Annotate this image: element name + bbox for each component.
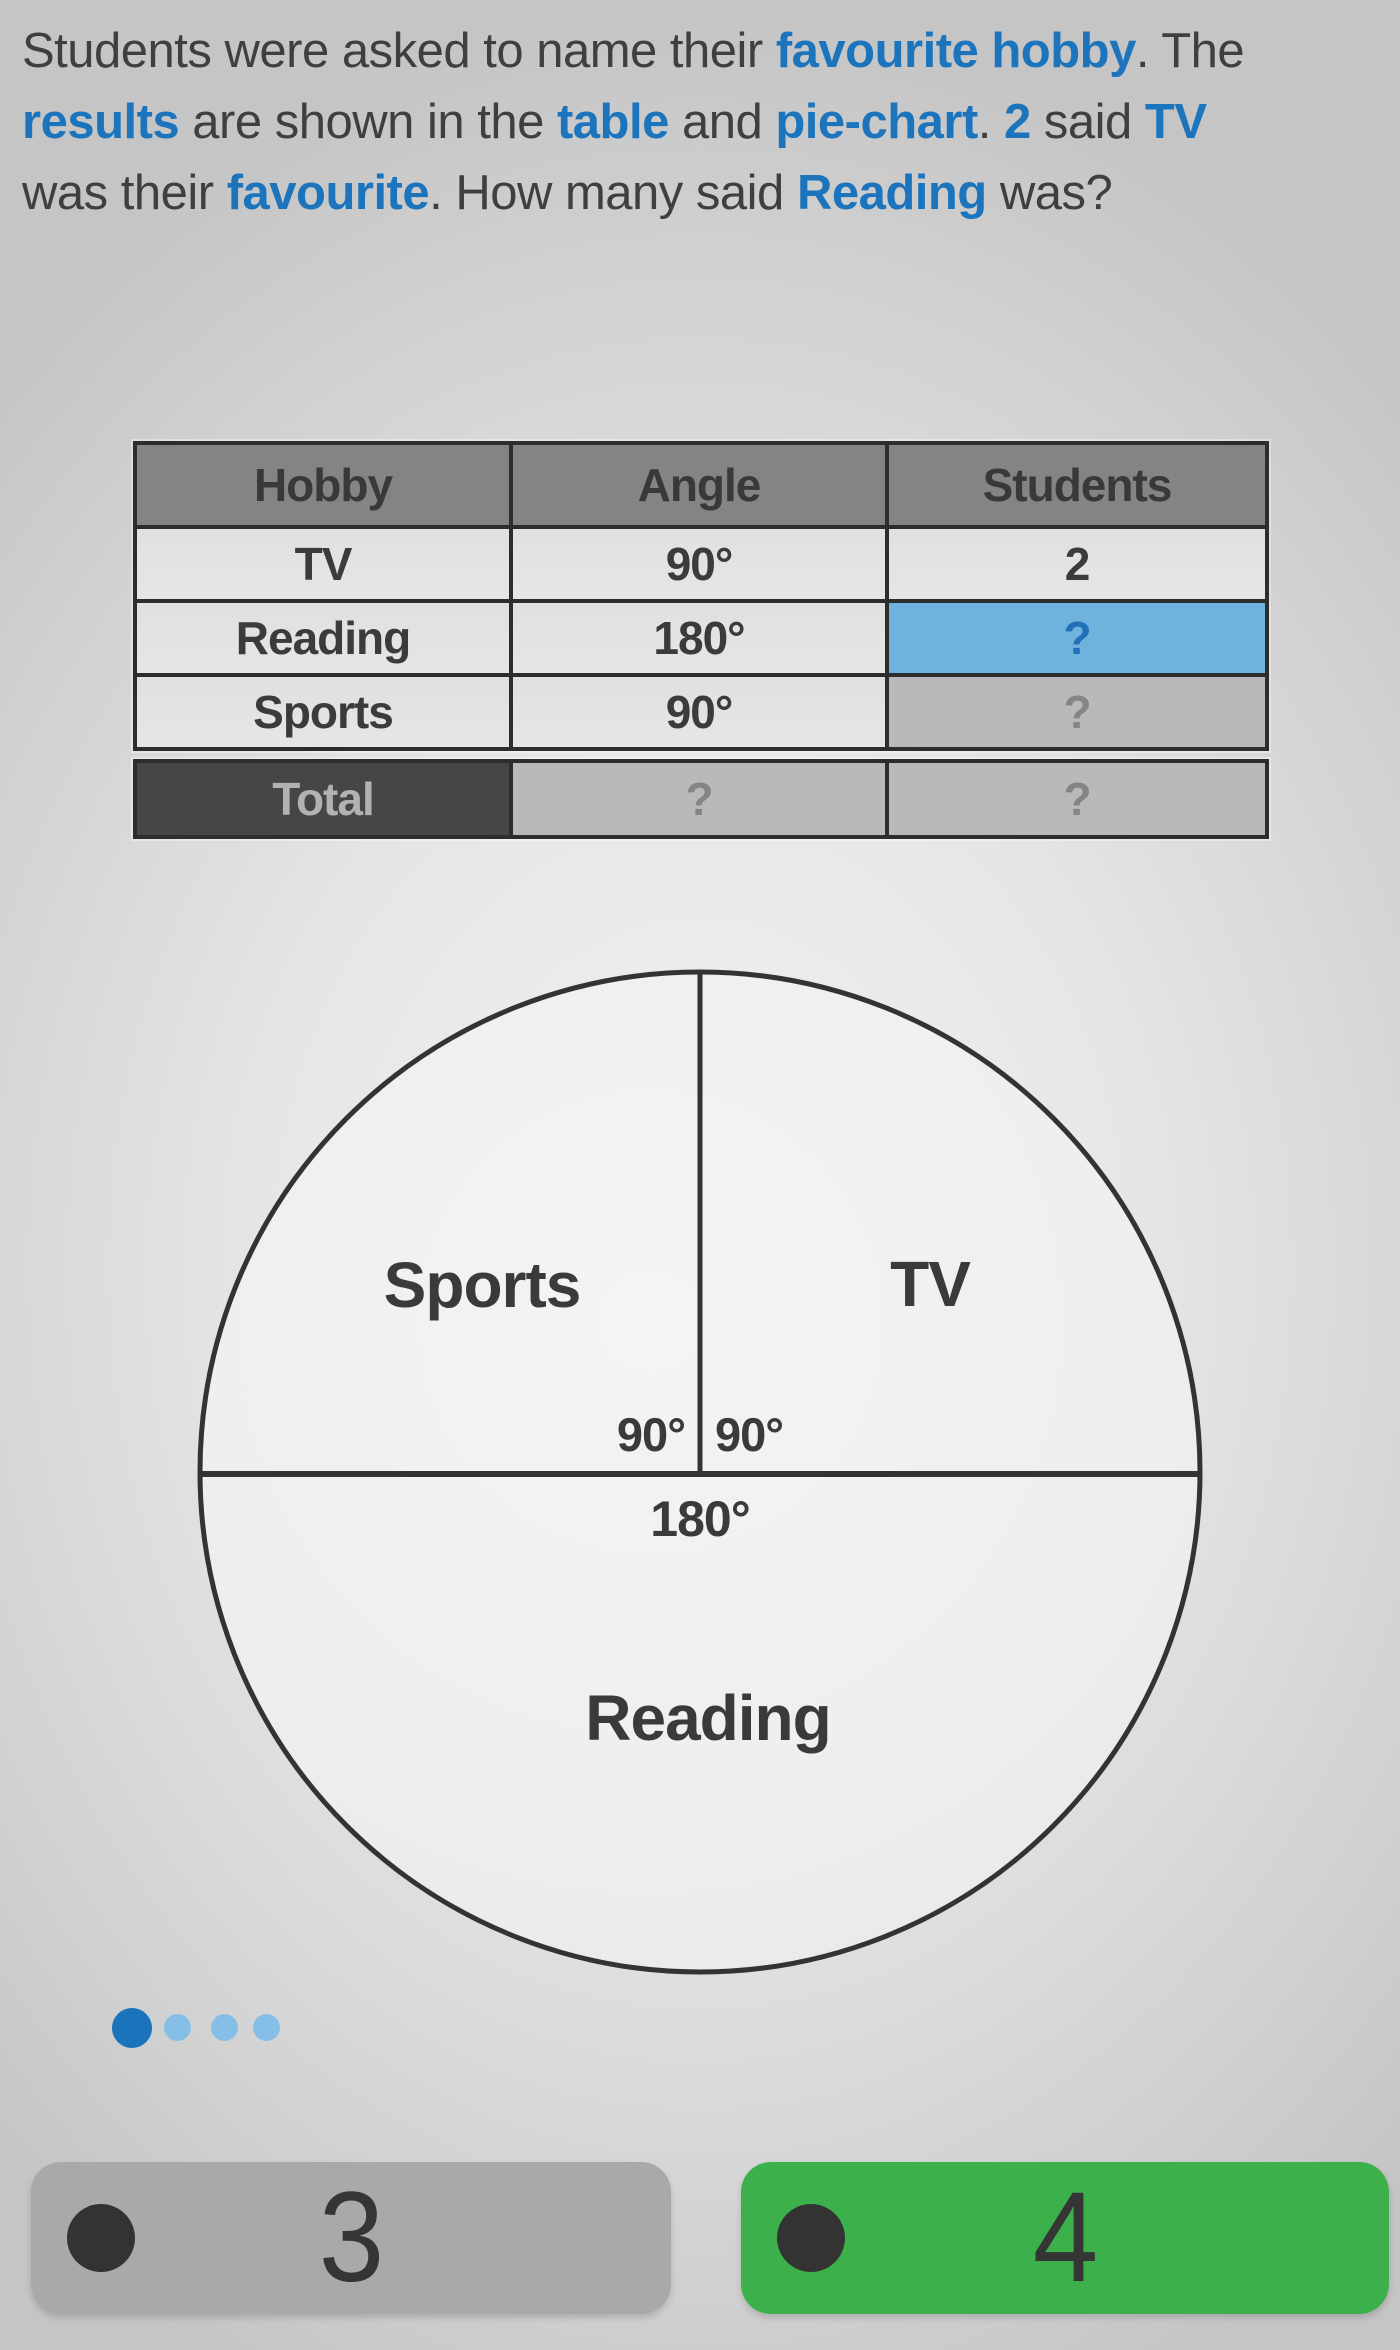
pie-chart: Sports TV 90° 90° 180° Reading — [197, 969, 1203, 1975]
cell-reading-hobby: Reading — [137, 603, 513, 673]
table-row-reading: Reading 180° ? — [137, 599, 1265, 673]
question-segment: . — [977, 95, 1005, 149]
question-line: results are shown in the table and pie-c… — [22, 87, 1388, 158]
question-segment: said — [1030, 95, 1145, 149]
cell-sports-angle: 90° — [513, 677, 889, 747]
question-segment: was? — [986, 166, 1113, 220]
answer-button-3[interactable]: 3 — [31, 2162, 671, 2314]
question-keyword: 2 — [1004, 95, 1031, 149]
question-line: Students were asked to name their favour… — [22, 16, 1388, 87]
question-segment: and — [668, 95, 776, 149]
question-segment: was their — [22, 166, 227, 220]
question-keyword: TV — [1144, 95, 1207, 149]
question-segment: are shown in the — [179, 95, 557, 149]
pie-angle-tv: 90° — [715, 1408, 783, 1461]
question-keyword: results — [22, 95, 180, 149]
question-keyword: Reading — [796, 166, 987, 220]
question-keyword: favourite hobby — [775, 24, 1137, 78]
page-dot — [253, 2014, 280, 2041]
header-cell-angle: Angle — [513, 445, 889, 525]
pie-label-tv: TV — [890, 1248, 971, 1320]
cell-reading-angle: 180° — [513, 603, 889, 673]
answer-button-4[interactable]: 4 — [741, 2162, 1389, 2314]
answer-bullet-icon — [67, 2204, 135, 2272]
cell-sports-hobby: Sports — [137, 677, 513, 747]
answer-bullet-icon — [777, 2204, 845, 2272]
header-cell-students: Students — [889, 445, 1265, 525]
question-segment: Students were asked to name their — [22, 24, 776, 78]
page-dot-active — [112, 2008, 152, 2048]
header-cell-hobby: Hobby — [137, 445, 513, 525]
hobby-table: Hobby Angle Students TV 90° 2 Reading 18… — [133, 441, 1269, 751]
pie-angle-sports: 90° — [617, 1408, 685, 1461]
cell-sports-students-unknown: ? — [889, 677, 1265, 747]
cell-total-label: Total — [137, 763, 513, 835]
question-segment: . How many said — [429, 166, 797, 220]
cell-total-angle-unknown: ? — [513, 763, 889, 835]
table-header-row: Hobby Angle Students — [137, 445, 1265, 525]
cell-total-students-unknown: ? — [889, 763, 1265, 835]
table-total-row: Total ? ? — [133, 759, 1269, 839]
table-row-tv: TV 90° 2 — [137, 525, 1265, 599]
answer-label: 3 — [319, 2166, 384, 2309]
pie-label-sports: Sports — [384, 1249, 581, 1321]
cell-reading-students-highlighted: ? — [889, 603, 1265, 673]
cell-tv-students: 2 — [889, 529, 1265, 599]
page-dot — [164, 2014, 191, 2041]
question-keyword: pie-chart — [775, 95, 978, 149]
answer-label: 4 — [1033, 2166, 1098, 2309]
pie-angle-reading: 180° — [650, 1491, 749, 1547]
page-dot — [211, 2014, 238, 2041]
question-line: was their favourite. How many said Readi… — [22, 158, 1388, 229]
question-keyword: favourite — [226, 166, 430, 220]
question-segment: . The — [1135, 24, 1245, 78]
question-text: Students were asked to name their favour… — [22, 16, 1388, 229]
cell-tv-hobby: TV — [137, 529, 513, 599]
cell-tv-angle: 90° — [513, 529, 889, 599]
pie-label-reading: Reading — [585, 1682, 830, 1754]
question-keyword: table — [556, 95, 669, 149]
table-row-sports: Sports 90° ? — [137, 673, 1265, 747]
